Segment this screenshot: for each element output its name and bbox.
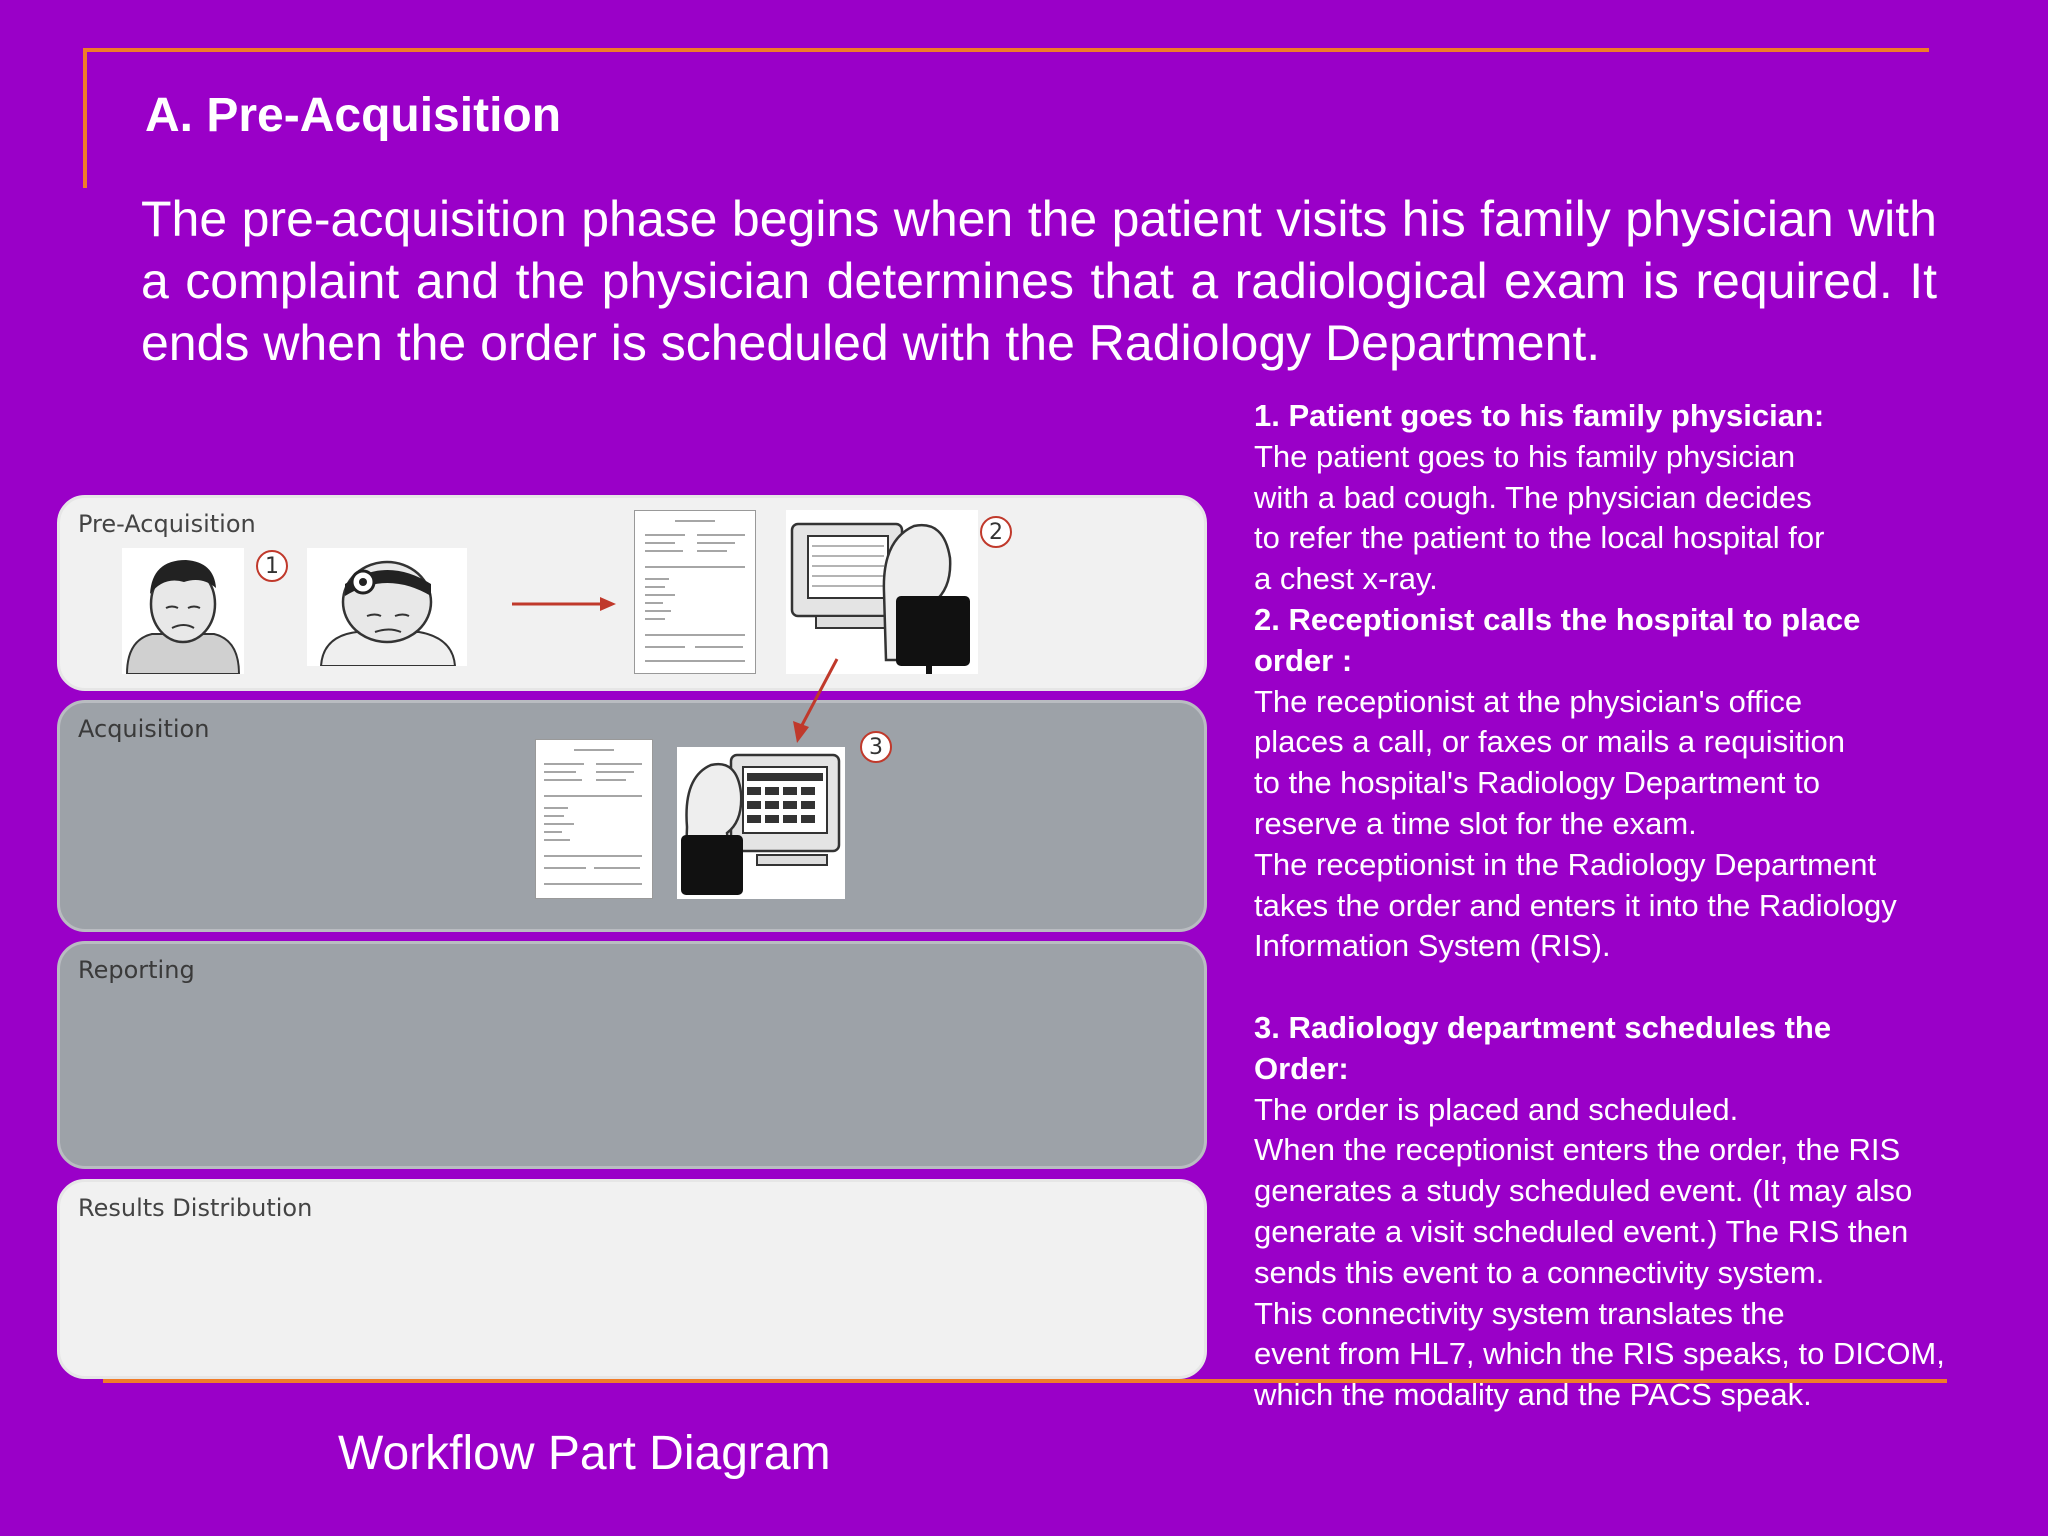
radiology-receptionist-illustration bbox=[677, 747, 845, 899]
lane-results-distribution: Results Distribution bbox=[57, 1179, 1207, 1379]
requisition-form-illustration bbox=[634, 510, 756, 674]
step-2-line: The receptionist at the physician's offi… bbox=[1254, 683, 1803, 719]
lane-pre-acquisition: Pre-Acquisition 1 bbox=[57, 495, 1207, 691]
step-3-marker: 3 bbox=[860, 731, 892, 763]
step-2-line: places a call, or faxes or mails a requi… bbox=[1254, 724, 1845, 760]
spacer bbox=[1254, 967, 2044, 1008]
step-3-line: which the modality and the PACS speak. bbox=[1254, 1377, 1812, 1413]
step-2-line: The receptionist in the Radiology Depart… bbox=[1254, 846, 1877, 882]
step-3-line: generates a study scheduled event. (It m… bbox=[1254, 1173, 1913, 1209]
step-1-marker: 1 bbox=[256, 550, 288, 582]
step-3-line: generate a visit scheduled event.) The R… bbox=[1254, 1213, 1909, 1249]
left-accent-line bbox=[83, 48, 87, 188]
bottom-accent-line bbox=[103, 1379, 1947, 1383]
steps-panel: 1. Patient goes to his family physician:… bbox=[1254, 396, 2044, 1416]
slide-title: A. Pre-Acquisition bbox=[145, 89, 562, 142]
physician-illustration bbox=[307, 548, 467, 667]
step-3-heading: 3. Radiology department schedules the bbox=[1254, 1009, 1832, 1045]
intro-paragraph: The pre-acquisition phase begins when th… bbox=[141, 191, 1937, 371]
arrow-to-radiology bbox=[785, 655, 845, 750]
step-2-line: takes the order and enters it into the R… bbox=[1254, 887, 1897, 923]
step-1-line: to refer the patient to the local hospit… bbox=[1254, 520, 1825, 556]
step-1-line: a chest x-ray. bbox=[1254, 561, 1438, 597]
step-3-line: sends this event to a connectivity syste… bbox=[1254, 1254, 1825, 1290]
step-1-line: with a bad cough. The physician decides bbox=[1254, 479, 1812, 515]
step-2-heading: order : bbox=[1254, 642, 1353, 678]
step-2-heading: 2. Receptionist calls the hospital to pl… bbox=[1254, 601, 1861, 637]
step-2-line: Information System (RIS). bbox=[1254, 928, 1611, 964]
top-accent-line bbox=[83, 48, 1929, 52]
diagram-caption: Workflow Part Diagram bbox=[338, 1427, 831, 1480]
step-3-heading: Order: bbox=[1254, 1050, 1349, 1086]
scheduled-order-form-illustration bbox=[535, 739, 653, 899]
lane-acquisition: Acquisition bbox=[57, 700, 1207, 932]
lane-reporting: Reporting bbox=[57, 941, 1207, 1169]
lane-label: Reporting bbox=[78, 956, 195, 984]
step-3-line: This connectivity system translates the bbox=[1254, 1295, 1785, 1331]
step-3-line: When the receptionist enters the order, … bbox=[1254, 1132, 1901, 1168]
lane-label: Results Distribution bbox=[78, 1194, 313, 1222]
step-2-line: reserve a time slot for the exam. bbox=[1254, 805, 1697, 841]
lane-label: Pre-Acquisition bbox=[78, 510, 256, 538]
arrow-to-requisition bbox=[510, 594, 620, 619]
workflow-diagram: Pre-Acquisition 1 bbox=[55, 495, 1215, 1385]
receptionist-computer-illustration bbox=[786, 510, 978, 674]
step-3-line: event from HL7, which the RIS speaks, to… bbox=[1254, 1336, 1945, 1372]
step-3-line: The order is placed and scheduled. bbox=[1254, 1091, 1739, 1127]
patient-illustration bbox=[122, 548, 244, 675]
step-1-line: The patient goes to his family physician bbox=[1254, 438, 1796, 474]
step-2-line: to the hospital's Radiology Department t… bbox=[1254, 765, 1820, 801]
step-1-heading: 1. Patient goes to his family physician: bbox=[1254, 398, 1825, 433]
step-2-marker: 2 bbox=[980, 516, 1012, 548]
lane-label: Acquisition bbox=[78, 715, 210, 743]
